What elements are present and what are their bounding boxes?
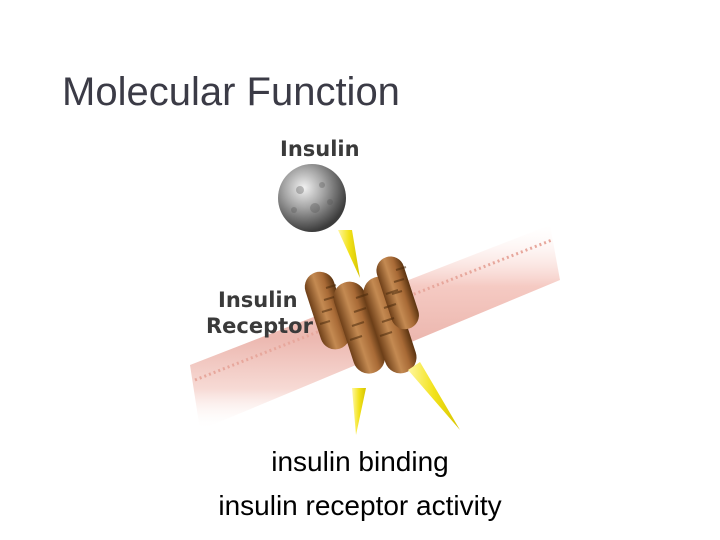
sphere-texture bbox=[291, 182, 333, 213]
slide-title: Molecular Function bbox=[62, 70, 400, 114]
insulin-receptor bbox=[304, 256, 419, 374]
signal-cone-left bbox=[352, 388, 366, 435]
illustration-canvas: Insulin Insulin Receptor bbox=[190, 137, 560, 435]
caption-insulin-receptor-activity: insulin receptor activity bbox=[218, 490, 502, 521]
binding-signal-cone bbox=[338, 230, 360, 278]
caption-insulin-binding: insulin binding bbox=[271, 446, 449, 477]
insulin-sphere bbox=[278, 164, 346, 232]
insulin-label: Insulin bbox=[280, 137, 360, 161]
receptor-label-line1: Insulin bbox=[218, 288, 298, 312]
insulin-receptor-illustration: Insulin Insulin Receptor bbox=[190, 130, 560, 440]
receptor-label-line2: Receptor bbox=[206, 314, 314, 338]
signal-cone-right bbox=[408, 362, 460, 430]
